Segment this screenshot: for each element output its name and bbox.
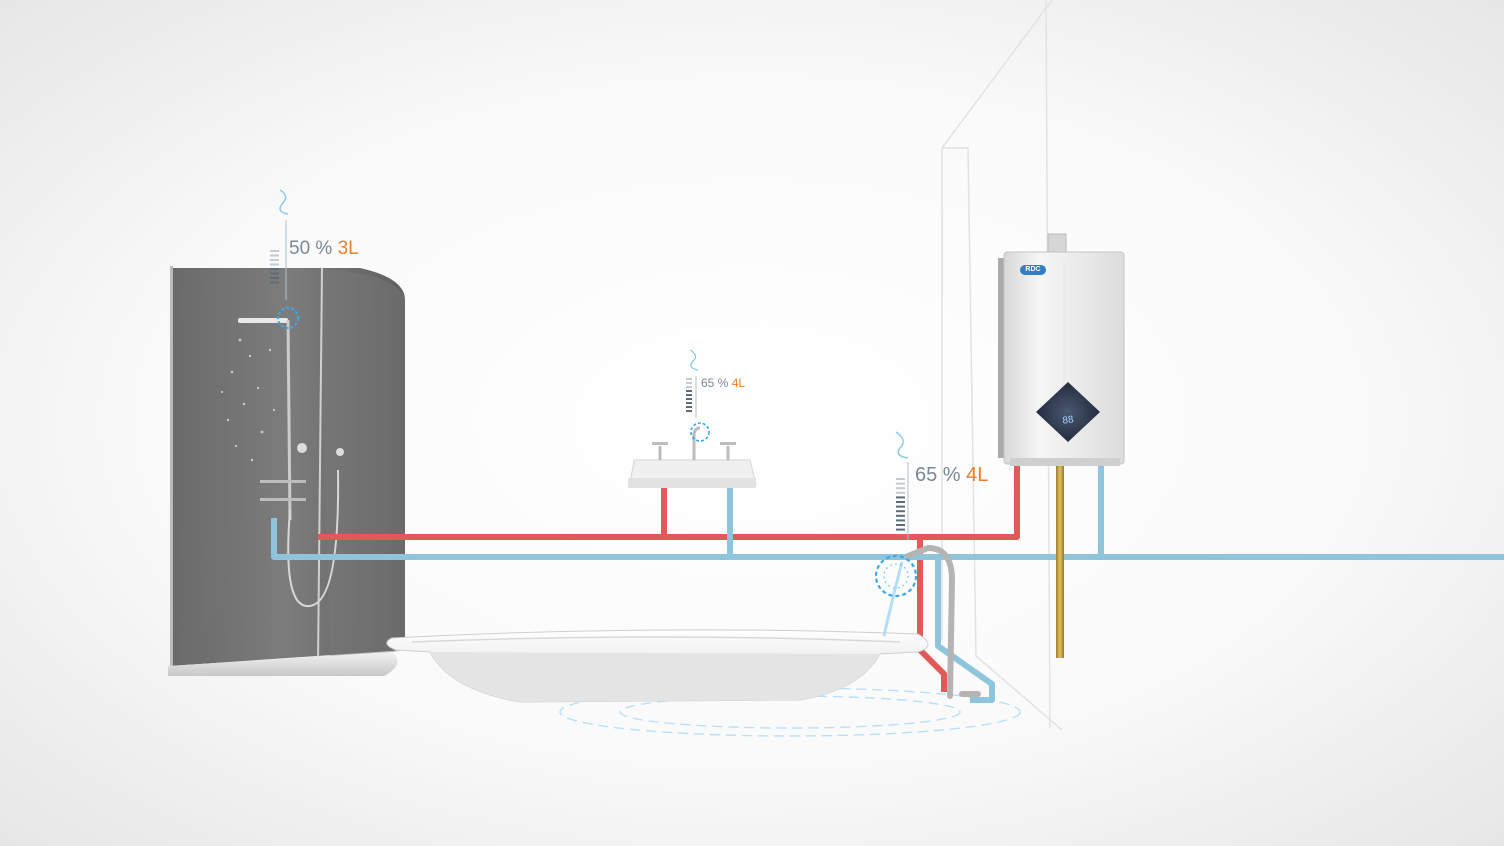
bathtub-tick [896, 482, 905, 485]
bathtub-tick [896, 505, 905, 508]
bathtub-volume: 4L [966, 464, 989, 486]
bathtub-level-ticks [896, 478, 905, 531]
bathtub-tick [896, 487, 905, 490]
sink-reading: 65 % 4L [701, 376, 745, 390]
shower-spray [220, 338, 276, 462]
bathtub-tick [896, 528, 905, 531]
shower-tick [270, 259, 279, 261]
bathtub-tick [896, 501, 905, 503]
shower-reading: 50 % 3L [289, 238, 359, 260]
bathtub-tick [896, 524, 905, 526]
shower-percent: 50 % [289, 238, 333, 259]
shower-level-meter [270, 189, 299, 329]
sink-tick [686, 390, 692, 392]
shower-tick [270, 277, 279, 279]
sink-volume: 4L [731, 376, 746, 390]
shower-enclosure [168, 266, 405, 676]
sink-percent: 65 % [701, 376, 729, 390]
bathtub-tick [896, 510, 905, 513]
faucet-water-stream [882, 561, 904, 637]
sink-tick [686, 378, 692, 380]
bathtub-tick [896, 519, 905, 522]
bathtub-percent: 65 % [915, 464, 961, 486]
sink-tick [686, 402, 692, 404]
shower-tick [270, 268, 279, 270]
sink-tick [686, 406, 692, 408]
sink-level-meter [686, 349, 710, 442]
bathtub-level-meter [874, 431, 918, 598]
cold-water-pipes [271, 465, 1504, 703]
sink-tick [686, 410, 692, 412]
sink-tick [686, 398, 692, 400]
sink-level-ticks [686, 378, 692, 412]
water-heater [998, 233, 1125, 466]
shower-tick [270, 263, 279, 266]
bathtub-tick [896, 478, 905, 480]
bathtub-faucet [905, 544, 981, 699]
hot-water-pipes [318, 465, 1020, 692]
gas-pipe [1056, 465, 1064, 658]
shower-tick [270, 254, 279, 257]
bathtub-tick [896, 491, 905, 494]
shower-level-ticks [270, 250, 279, 284]
heater-brand-logo: RDC [1020, 265, 1046, 275]
heater-display-panel [1036, 382, 1100, 442]
shower-tick [270, 281, 279, 284]
sink-tick [686, 394, 692, 396]
bathtub-reading: 65 % 4L [915, 464, 988, 487]
shower-volume: 3L [337, 238, 359, 259]
bathtub-tick [896, 496, 905, 499]
sink [628, 426, 757, 488]
bathtub [386, 629, 929, 703]
shower-head [238, 318, 288, 323]
sink-tick [686, 386, 692, 388]
shower-tick [270, 272, 279, 275]
shower-tray [168, 652, 398, 676]
bathtub-tick [896, 514, 905, 517]
sink-tick [686, 382, 692, 384]
shower-tick [270, 250, 279, 252]
